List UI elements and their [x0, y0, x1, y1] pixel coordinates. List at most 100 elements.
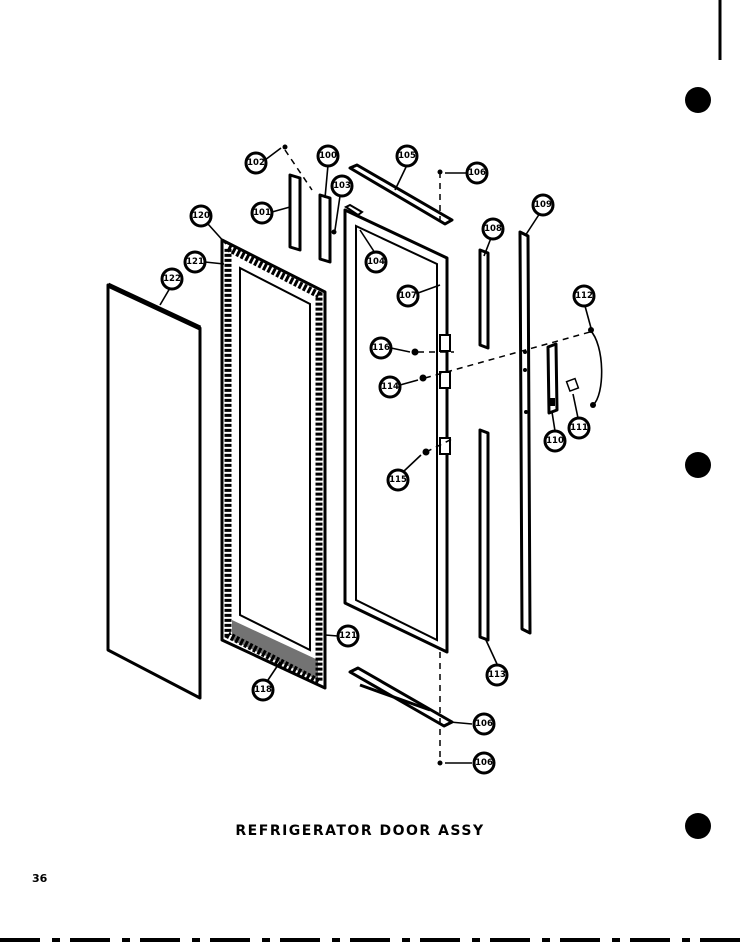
callout-104: 104 — [364, 250, 388, 274]
callout-111: 111 — [567, 416, 591, 440]
svg-text:109: 109 — [534, 200, 552, 210]
leader-120 — [207, 223, 227, 245]
callout-108: 108 — [481, 217, 505, 241]
top-cap — [348, 163, 454, 226]
callout-112: 112 — [572, 284, 596, 308]
page-number: 36 — [32, 872, 48, 885]
callout-116: 116 — [369, 336, 393, 360]
leader-114 — [399, 379, 419, 386]
callout-103: 103 — [330, 174, 354, 198]
bracket-tab — [549, 398, 555, 406]
svg-text:104: 104 — [367, 257, 385, 267]
liner-corner — [344, 203, 364, 217]
hinge-detail — [359, 683, 431, 712]
leader-121-top — [204, 261, 225, 265]
leader-118 — [267, 661, 281, 681]
callout-109: 109 — [531, 193, 555, 217]
panel-top-edge — [106, 282, 202, 331]
leader-106-mid — [449, 721, 473, 725]
leader-116 — [390, 347, 411, 353]
upper-breaker-strip — [478, 248, 490, 350]
callout-107: 107 — [396, 284, 420, 308]
liner-notch-upper — [439, 334, 451, 352]
door-handle — [589, 329, 603, 406]
leader-110 — [551, 411, 556, 432]
diagram-caption: REFRIGERATOR DOOR ASSY — [235, 823, 484, 839]
svg-text:108: 108 — [484, 224, 502, 234]
screw-102 — [282, 144, 288, 150]
svg-text:114: 114 — [381, 382, 399, 392]
callout-106-top: 106 — [465, 161, 489, 185]
handle-bracket — [546, 342, 559, 415]
callout-100: 100 — [316, 144, 340, 168]
door-gasket — [224, 242, 323, 688]
leader-104 — [359, 229, 376, 254]
punch-hole-middle — [685, 452, 711, 478]
svg-text:120: 120 — [192, 211, 210, 221]
liner-notch-lower — [439, 437, 451, 455]
svg-text:122: 122 — [163, 274, 181, 284]
outer-door-panel — [106, 283, 202, 700]
hinge-cover-strip — [318, 193, 332, 264]
leader-108 — [483, 237, 492, 257]
leader-105 — [394, 164, 408, 191]
liner-notch-middle — [439, 371, 451, 389]
callout-110: 110 — [543, 429, 567, 453]
rail-hole-2 — [523, 368, 527, 372]
callout-121-top: 121 — [183, 250, 207, 274]
svg-text:100: 100 — [319, 151, 337, 161]
svg-text:107: 107 — [399, 291, 417, 301]
callout-113: 113 — [485, 663, 509, 687]
svg-text:101: 101 — [253, 208, 271, 218]
leader-101 — [271, 206, 291, 213]
svg-text:112: 112 — [575, 291, 593, 301]
leader-112 — [584, 305, 592, 329]
svg-text:115: 115 — [389, 475, 407, 485]
bottom-hinge-cover — [348, 666, 454, 728]
svg-text:103: 103 — [333, 181, 351, 191]
leader-111 — [572, 393, 579, 419]
svg-text:118: 118 — [254, 685, 272, 695]
callout-121-bottom: 121 — [336, 624, 360, 648]
callout-101: 101 — [250, 201, 274, 225]
screw-106-top — [437, 169, 443, 175]
liner-inner-edge — [355, 224, 438, 642]
svg-text:110: 110 — [546, 436, 564, 446]
rail-hole-3 — [524, 410, 528, 414]
svg-text:111: 111 — [570, 423, 588, 433]
callout-118: 118 — [251, 678, 275, 702]
callout-102: 102 — [244, 151, 268, 175]
leader-122 — [159, 287, 171, 306]
leader-107 — [417, 284, 441, 294]
hinge-trim-strip — [288, 173, 302, 252]
handle-end-bottom — [590, 402, 596, 408]
leader-103 — [334, 195, 341, 231]
screw-114 — [419, 374, 427, 382]
callout-115: 115 — [386, 468, 410, 492]
lower-breaker-strip — [478, 428, 490, 642]
svg-text:102: 102 — [247, 158, 265, 168]
dash-screw-115 — [425, 437, 455, 453]
callout-122: 122 — [160, 267, 184, 291]
svg-text:116: 116 — [372, 343, 390, 353]
punch-hole-bottom — [685, 813, 711, 839]
gasket-bottom-section — [232, 620, 318, 680]
svg-text:121: 121 — [186, 257, 204, 267]
callout-106-mid: 106 — [472, 712, 496, 736]
gasket-inner-opening — [239, 266, 311, 652]
svg-text:106: 106 — [468, 168, 486, 178]
leader-109 — [524, 212, 541, 237]
door-rail — [518, 230, 532, 635]
svg-text:106: 106 — [475, 719, 493, 729]
screw-103 — [331, 229, 337, 235]
leader-113 — [484, 637, 498, 665]
screw-116 — [411, 348, 419, 356]
leader-115 — [402, 454, 422, 473]
svg-text:106: 106 — [475, 758, 493, 768]
callout-105: 105 — [395, 144, 419, 168]
screw-115 — [422, 448, 430, 456]
callout-120: 120 — [189, 204, 213, 228]
leader-121-bottom — [324, 634, 339, 637]
